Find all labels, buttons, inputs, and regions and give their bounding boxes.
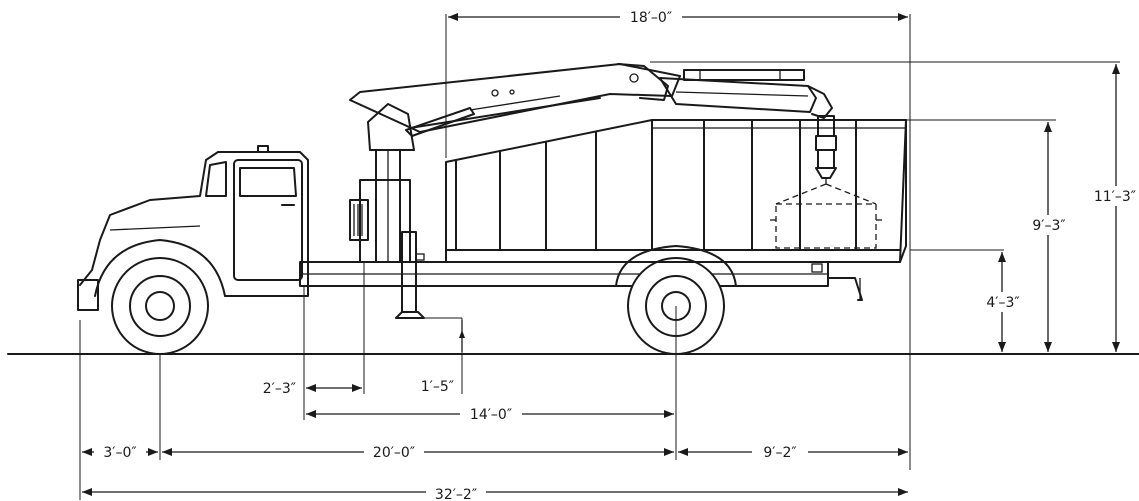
dimension-lines bbox=[82, 13, 1120, 496]
dim-wheelbase: 20′–0″ bbox=[373, 445, 415, 461]
dim-overall-length: 32′–2″ bbox=[435, 487, 477, 501]
dim-rear-overhang: 9′–2″ bbox=[763, 445, 796, 461]
extension-lines bbox=[79, 14, 1120, 500]
dim-overall-box-length: 18′–0″ bbox=[630, 10, 672, 26]
dim-column-offset: 2′–3″ bbox=[263, 381, 296, 397]
dim-column-to-rear-axle: 14′–0″ bbox=[470, 407, 512, 423]
dim-boom-height: 11′–3″ bbox=[1094, 189, 1136, 205]
front-wheel bbox=[111, 257, 209, 355]
dim-body-height: 9′–3″ bbox=[1032, 218, 1065, 234]
truck-chassis bbox=[299, 261, 863, 301]
dimension-labels: 18′–0″ 11′–3″ 9′–3″ 4′–3″ 2′–3″ 1′–5″ 14… bbox=[94, 8, 1139, 501]
suspended-load bbox=[770, 183, 882, 249]
crane bbox=[349, 63, 837, 319]
dim-front-overhang: 3′–0″ bbox=[103, 445, 136, 461]
dim-outrigger-height: 1′–5″ bbox=[421, 379, 454, 395]
dim-bed-height: 4′–3″ bbox=[986, 295, 1019, 311]
truck-cab bbox=[77, 145, 309, 311]
